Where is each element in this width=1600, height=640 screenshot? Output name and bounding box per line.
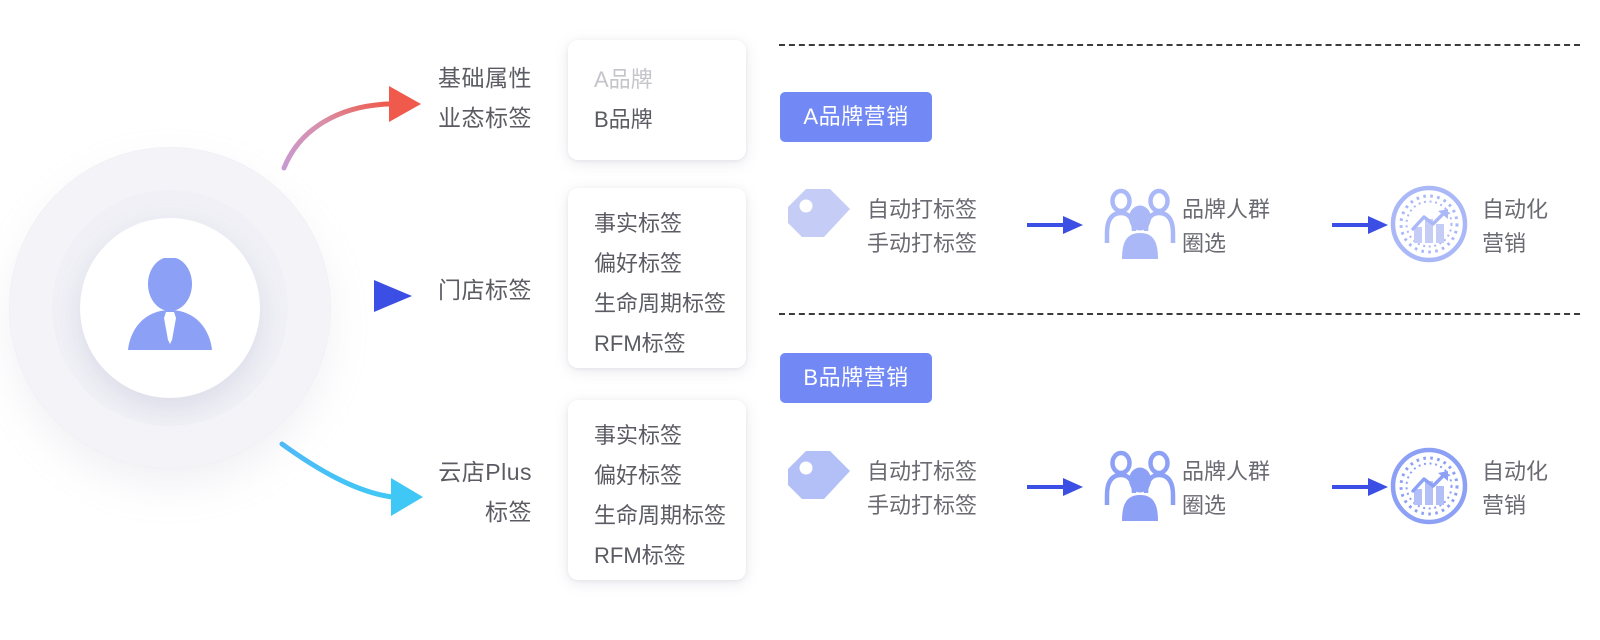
brand-b-marketing-button[interactable]: B品牌营销 [780, 353, 932, 403]
tag-card-line: 事实标签 [594, 423, 683, 448]
tag-card-line: 事实标签 [594, 211, 683, 236]
people-group-icon [1104, 185, 1176, 266]
brand-card-line: B品牌 [594, 107, 653, 132]
tag-card-line: RFM标签 [594, 543, 686, 568]
flow-tag-label: 自动打标签 手动打标签 [867, 197, 978, 256]
channel-label-store-tags: 门店标签 [438, 277, 532, 303]
flow-people-label: 品牌人群 圈选 [1182, 197, 1271, 256]
tag-card-line: RFM标签 [594, 331, 686, 356]
brand-card-line: A品牌 [594, 67, 653, 92]
section-divider-top [779, 44, 1580, 46]
tag-card-line: 生命周期标签 [594, 291, 727, 316]
analytics-coin-icon [1390, 447, 1468, 530]
analytics-coin-icon [1390, 185, 1468, 268]
tag-card-line: 生命周期标签 [594, 503, 727, 528]
cloud-plus-tag-card: 事实标签 偏好标签 生命周期标签 RFM标签 [568, 400, 746, 580]
store-tag-card: 事实标签 偏好标签 生命周期标签 RFM标签 [568, 188, 746, 368]
flow-automation-label: 自动化 营销 [1482, 197, 1549, 256]
brand-b-flow: 自动打标签 手动打标签 品牌人群 圈选 [772, 447, 1600, 537]
right-arrow-icon [1027, 215, 1083, 240]
section-divider-middle [779, 313, 1580, 315]
flow-people-label: 品牌人群 圈选 [1182, 459, 1271, 518]
right-arrow-icon [1332, 477, 1388, 502]
brand-card: A品牌 B品牌 [568, 40, 746, 160]
customer-hub-inner-circle [80, 218, 260, 398]
tag-card-line: 偏好标签 [594, 463, 683, 488]
customer-hub-outer-ring [10, 148, 330, 468]
channel-label-basic-attributes: 基础属性 业态标签 [438, 65, 532, 131]
flow-automation-label: 自动化 营销 [1482, 459, 1549, 518]
right-arrow-icon [1027, 477, 1083, 502]
flow-tag-label: 自动打标签 手动打标签 [867, 459, 978, 518]
channel-label-cloud-plus-tags: 云店Plus 标签 [438, 459, 532, 525]
right-arrow-icon [1332, 215, 1388, 240]
brand-a-flow: 自动打标签 手动打标签 品牌人群 圈选 [772, 185, 1600, 275]
price-tag-icon [782, 185, 854, 256]
tag-card-line: 偏好标签 [594, 251, 683, 276]
people-group-icon [1104, 447, 1176, 528]
brand-a-marketing-button[interactable]: A品牌营销 [780, 92, 932, 142]
price-tag-icon [782, 447, 854, 518]
